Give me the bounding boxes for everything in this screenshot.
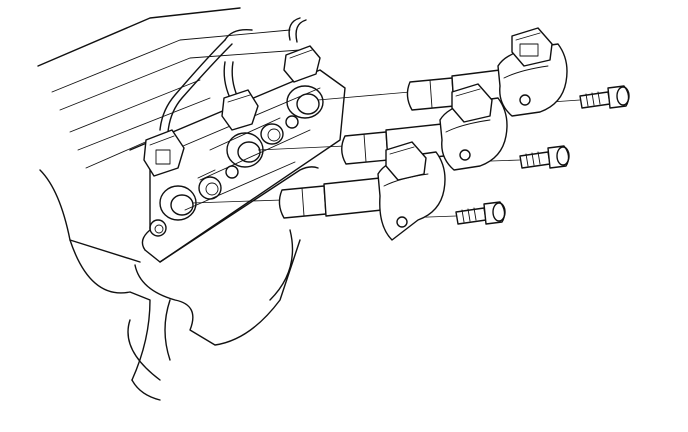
spark-plug-hole-3	[149, 165, 239, 237]
ignition-coil-3	[278, 141, 446, 241]
ignition-coil-1	[406, 27, 568, 117]
coil-connector-2	[221, 89, 259, 131]
ignition-coil-2	[341, 83, 508, 171]
spark-plug-hole-1	[286, 85, 324, 119]
mounting-bolt-2	[519, 145, 570, 169]
coil-connector-3	[143, 129, 185, 177]
coil-connector-1	[283, 45, 321, 83]
mounting-bolt-3	[455, 201, 506, 225]
mounting-bolt-1	[579, 85, 630, 109]
